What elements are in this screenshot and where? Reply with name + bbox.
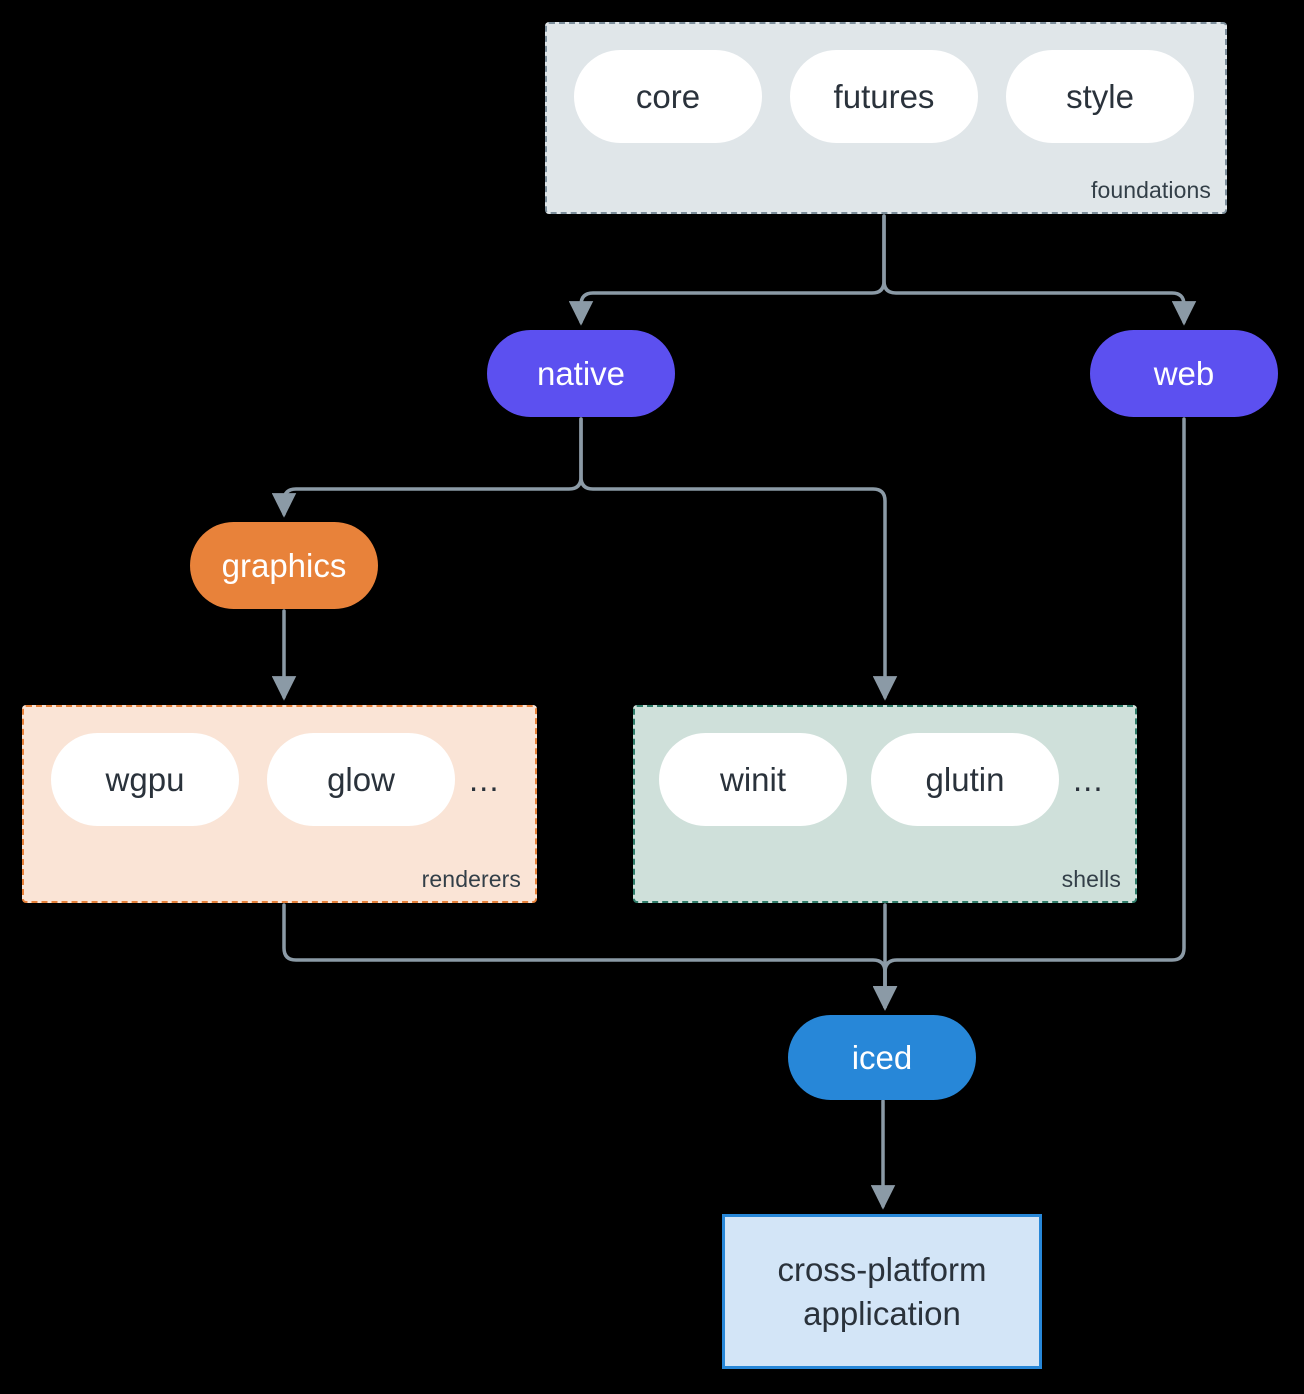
node-iced[interactable]: iced — [788, 1015, 976, 1100]
edge-renderers-iced — [282, 903, 898, 1011]
edge-native-graphics — [271, 417, 583, 518]
edge-foundations-native — [568, 214, 886, 326]
pill-glutin[interactable]: glutin — [871, 733, 1059, 826]
node-cross-platform-application[interactable]: cross-platform application — [722, 1214, 1042, 1369]
group-foundations: core futures style foundations — [545, 22, 1227, 214]
group-label-renderers: renderers — [421, 866, 521, 892]
group-label-shells: shells — [1061, 866, 1121, 892]
pill-glow[interactable]: glow — [267, 733, 455, 826]
pill-futures[interactable]: futures — [790, 50, 978, 143]
edge-foundations-web — [882, 214, 1197, 326]
pill-wgpu[interactable]: wgpu — [51, 733, 239, 826]
node-native[interactable]: native — [487, 330, 675, 417]
group-shells: winit glutin ... shells — [633, 705, 1137, 903]
application-label-line1: cross-platform — [777, 1250, 987, 1288]
node-web[interactable]: web — [1090, 330, 1278, 417]
group-renderers: wgpu glow ... renderers — [22, 705, 537, 903]
edge-native-shells — [579, 417, 898, 701]
renderers-more-ellipsis: ... — [469, 760, 500, 798]
group-label-foundations: foundations — [1090, 177, 1211, 203]
node-graphics[interactable]: graphics — [190, 522, 378, 609]
pill-style[interactable]: style — [1006, 50, 1194, 143]
application-label-line2: application — [803, 1294, 961, 1332]
shells-more-ellipsis: ... — [1073, 760, 1104, 798]
pill-core[interactable]: core — [574, 50, 762, 143]
pill-winit[interactable]: winit — [659, 733, 847, 826]
